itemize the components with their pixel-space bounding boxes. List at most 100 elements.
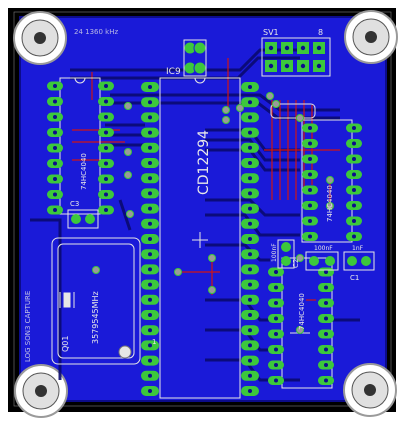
ic-right-pad-drill [352, 219, 356, 223]
ic-right-pad-drill [352, 234, 356, 239]
ic-main-pad-drill [148, 206, 152, 211]
ic-bottom-pad-drill [324, 301, 328, 305]
ic-left-pad-drill [53, 115, 57, 119]
crystal-ref-label: Q01 [61, 336, 70, 352]
via [92, 266, 100, 274]
top-note-label: 24 1360 kHz [74, 28, 118, 36]
ic-main-pad-drill [248, 389, 252, 393]
ic-main-pad-drill [248, 145, 252, 150]
ic-left-pad-drill [53, 208, 57, 212]
side-text-label: LOG SON3 CAPTURE [24, 291, 32, 362]
ic-main-pad-drill [148, 328, 152, 333]
ic-right-pad-drill [308, 126, 312, 130]
ic-main-label: CD12294 [196, 130, 212, 195]
cap-value-1: 100nF [314, 245, 333, 252]
capacitor-c2 [277, 239, 295, 269]
ic-main-pad-drill [248, 328, 252, 333]
ic-main-pad-drill [248, 161, 252, 165]
ic-right-pads [302, 123, 362, 241]
mounting-hole-bottom-right [343, 363, 397, 417]
via [222, 106, 230, 114]
ic-right-pad-drill [352, 172, 356, 177]
ic-bottom-pad-drill [324, 332, 328, 336]
ic-main-pad-drill [248, 358, 252, 363]
mounting-hole-top-left [13, 11, 67, 65]
ic-right-pad-drill [308, 219, 312, 223]
ic-bottom-pad-drill [274, 347, 278, 352]
ic-main-pad-drill [148, 161, 152, 165]
ic-main-pad-drill [248, 343, 252, 348]
header-pads [265, 42, 325, 72]
ic-left-pad-drill [53, 130, 57, 135]
via [126, 210, 134, 218]
via [124, 171, 132, 179]
via [208, 286, 216, 294]
ic-main-pad-drill [248, 297, 252, 302]
via [266, 92, 274, 100]
ic-left-pads [47, 81, 114, 215]
board-outline [13, 11, 392, 407]
ic-main-pad-drill [248, 313, 252, 317]
via [124, 148, 132, 156]
ic-right-pad-drill [308, 172, 312, 177]
ic-bottom-pad-drill [324, 285, 328, 290]
ic-main-pad-drill [148, 358, 152, 363]
ic-right-pad-drill [352, 141, 356, 146]
via [222, 116, 230, 124]
ic-right-outline [301, 119, 353, 243]
ic-left-pad-drill [53, 146, 57, 150]
header-outline [261, 37, 331, 77]
ic-bottom-outline [281, 257, 333, 389]
ic-left-pad-drill [53, 99, 57, 104]
crystal-outline [51, 237, 141, 365]
header-pin-drill [300, 63, 306, 69]
ic-bottom-pad-drill [274, 332, 278, 336]
crystal-inner [57, 243, 135, 359]
ic-bottom-pad-drill [324, 347, 328, 352]
ic-left-pad-drill [104, 84, 108, 88]
via [208, 254, 216, 262]
via [296, 254, 304, 262]
ic-main-pad-drill [148, 237, 152, 241]
ic-left-pad-drill [104, 177, 108, 181]
mounting-hole-top-right [344, 10, 398, 64]
ic-main-pad-drill [248, 191, 252, 196]
ic-main-pad-drill [248, 206, 252, 211]
ic-right-pad-drill [308, 188, 312, 192]
ic-main-pad-drill [148, 115, 152, 120]
ic-main-pad-drill [248, 252, 252, 257]
ic-main-pad-drill [248, 373, 252, 378]
ic-bottom-pad-drill [324, 363, 328, 367]
capacitor-c3-left [67, 209, 99, 229]
crystal-symbol [63, 292, 71, 308]
ic-right-pad-drill [308, 157, 312, 161]
left-chip-notch [74, 77, 86, 84]
header-pin-drill [268, 45, 274, 51]
vias [92, 92, 334, 334]
header-pin-drill [316, 63, 322, 69]
ic-bottom-pad-drill [324, 270, 328, 274]
via [124, 102, 132, 110]
cap-c3-label: C3 [70, 200, 79, 208]
capacitor-c-mid [305, 251, 339, 271]
via [326, 176, 334, 184]
ic-right-pad-drill [352, 126, 356, 130]
ic-main-pad-drill [248, 100, 252, 105]
ic-main-pad-drill [148, 145, 152, 150]
ic-right-pad-drill [352, 188, 356, 192]
capacitor-c1 [343, 251, 375, 271]
header-label: SV1 [263, 28, 279, 37]
ic-main-pad-drill [148, 130, 152, 135]
bottom-chip-label: 74HC4040 [298, 293, 306, 330]
ic-right-pad-drill [308, 141, 312, 146]
header-pin-drill [300, 45, 306, 51]
ic-main-pad-drill [248, 115, 252, 120]
pin1-label: 1 [152, 338, 156, 346]
ic-bottom-pad-drill [274, 316, 278, 321]
header-pin-drill [316, 45, 322, 51]
ic-bottom-pad-drill [324, 316, 328, 321]
ic9-component [183, 39, 207, 77]
ic-main-pad-drill [148, 343, 152, 348]
via [272, 100, 280, 108]
